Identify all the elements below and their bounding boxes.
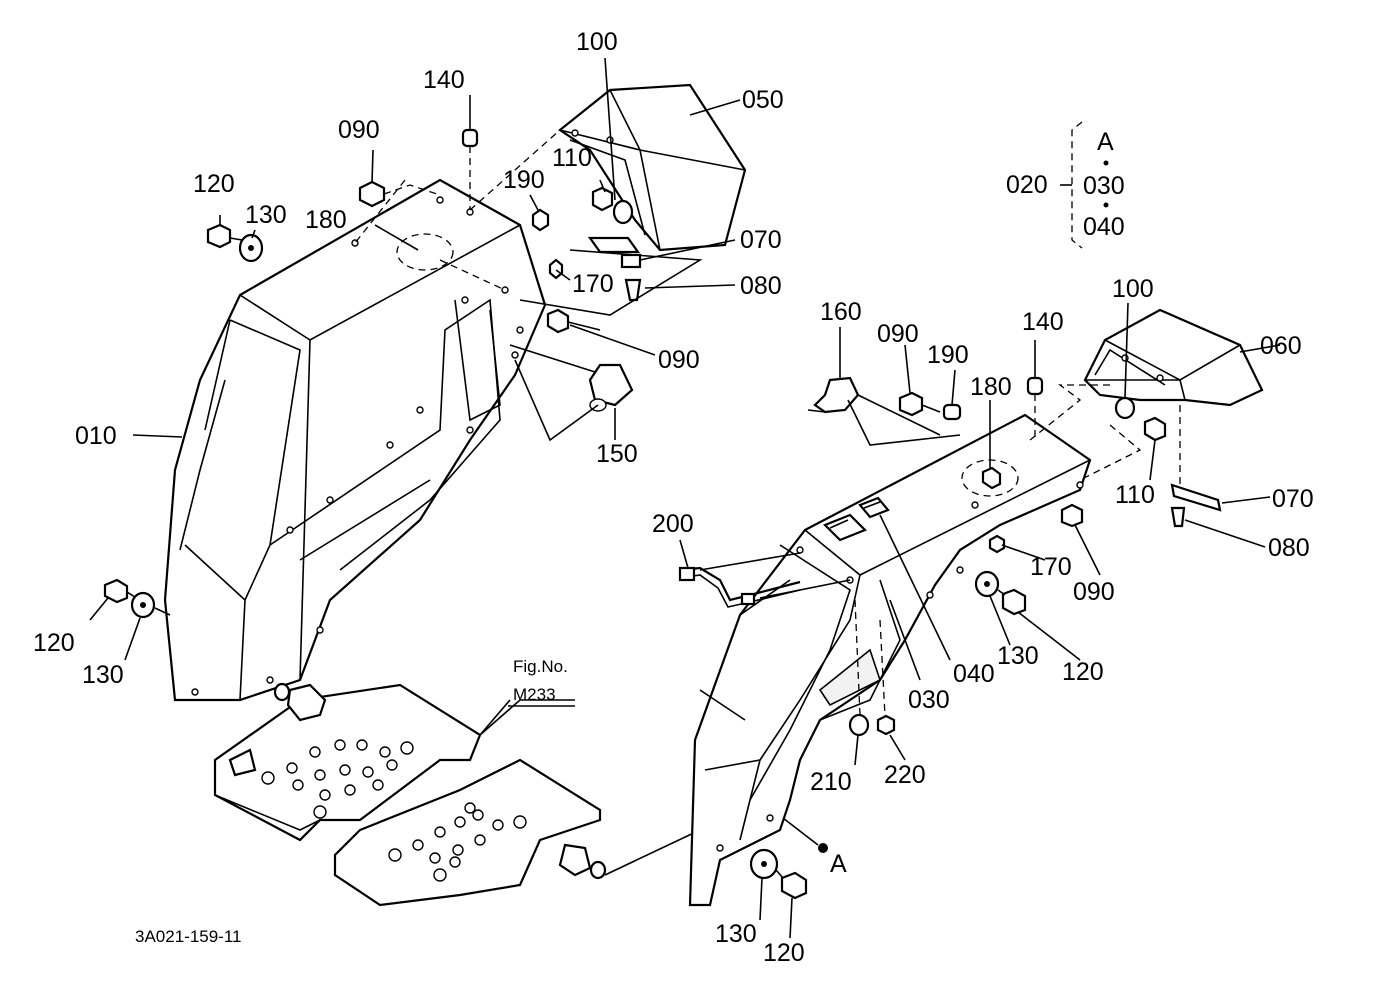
- callout-200: 200: [652, 510, 694, 538]
- callout-120-bottom: 120: [763, 939, 805, 967]
- leader-lines: [89, 57, 1281, 939]
- callout-130-right-mid: 130: [997, 642, 1039, 670]
- bracket-item-030: 030: [1083, 172, 1125, 200]
- floor-holes-b: [388, 802, 527, 882]
- callout-130-left: 130: [82, 661, 124, 689]
- callout-060: 060: [1260, 332, 1302, 360]
- bracket-item-a: A: [1097, 128, 1114, 156]
- callout-170-right: 170: [1030, 553, 1072, 581]
- callout-210: 210: [810, 768, 852, 796]
- assembly-bracket: [1060, 121, 1109, 249]
- left-cover-050: [558, 83, 747, 252]
- left-hardware: [103, 128, 703, 619]
- left-fender-010: [163, 178, 547, 702]
- callout-010: 010: [75, 422, 117, 450]
- callout-170: 170: [572, 270, 614, 298]
- right-hardware: [678, 376, 1222, 900]
- callout-150: 150: [596, 440, 638, 468]
- callout-090: 090: [338, 116, 380, 144]
- callout-090-right-mid: 090: [1073, 578, 1115, 606]
- reference-fig-label: Fig.No.: [513, 657, 568, 676]
- figure-id: 3A021-159-11: [135, 927, 242, 946]
- callout-080-right: 080: [1268, 534, 1310, 562]
- callout-030: 030: [908, 686, 950, 714]
- callout-020: 020: [1006, 171, 1048, 199]
- callout-140-right: 140: [1022, 308, 1064, 336]
- callout-140: 140: [423, 66, 465, 94]
- callout-160: 160: [820, 298, 862, 326]
- callout-070: 070: [740, 226, 782, 254]
- reference-fig-number: M233: [513, 685, 556, 704]
- callout-110: 110: [552, 144, 592, 172]
- right-fender: [688, 413, 1092, 907]
- callout-190: 190: [503, 166, 545, 194]
- callout-120-right-mid: 120: [1062, 658, 1104, 686]
- floor-holes-a: [261, 739, 414, 819]
- callout-110-right: 110: [1115, 481, 1155, 509]
- callout-a: A: [830, 850, 847, 878]
- callout-180: 180: [305, 206, 347, 234]
- callout-050: 050: [742, 86, 784, 114]
- callout-040: 040: [953, 660, 995, 688]
- callout-120: 120: [193, 170, 235, 198]
- callout-100: 100: [576, 28, 618, 56]
- callout-130: 130: [245, 201, 287, 229]
- bracket-item-040: 040: [1083, 213, 1125, 241]
- callout-080: 080: [740, 272, 782, 300]
- callout-180-right: 180: [970, 373, 1012, 401]
- callout-100-right: 100: [1112, 275, 1154, 303]
- callout-190-right: 190: [927, 341, 969, 369]
- callout-labels: 100 140 050 090 110 120 190 130 180 070 …: [33, 28, 1314, 967]
- callout-070-right: 070: [1272, 485, 1314, 513]
- callout-220: 220: [884, 761, 926, 789]
- floor-plates: [213, 682, 701, 907]
- callout-130-bottom: 130: [715, 920, 757, 948]
- callout-120-left: 120: [33, 629, 75, 657]
- right-cover-060: [1083, 308, 1264, 407]
- callout-090-right: 090: [877, 320, 919, 348]
- callout-090-mid: 090: [658, 346, 700, 374]
